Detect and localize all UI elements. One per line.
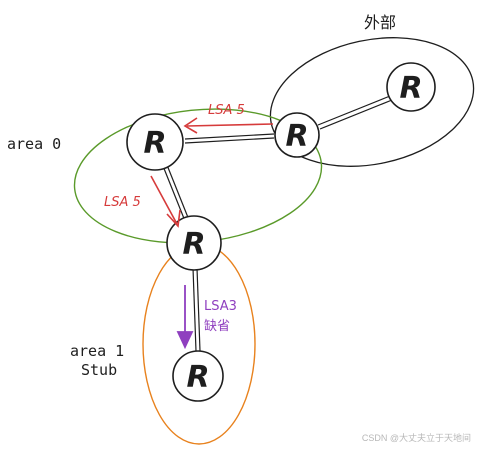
link-area0-asbr: [184, 133, 275, 140]
router-asbr-circle: [274, 112, 320, 158]
router-area1-circle: [172, 350, 224, 402]
router-area1-letter: R: [186, 360, 209, 395]
router-area1: R: [172, 350, 224, 402]
link-asbr-external: [317, 95, 391, 126]
router-area0: R: [126, 113, 184, 171]
lsa3-arrow-head: [176, 331, 194, 350]
area1-stub-label: Stub: [81, 361, 117, 379]
area0-label: area 0: [7, 135, 61, 153]
link-abr-area1: [192, 267, 197, 352]
router-area0-letter: R: [143, 126, 166, 161]
lsa5-top-label: LSA 5: [208, 103, 245, 118]
links: [162, 95, 393, 352]
router-asbr: R: [274, 112, 320, 158]
lsa5-top-arrow-shaft: [186, 123, 274, 127]
lsa3-default-label: 缺省: [204, 319, 230, 334]
lsa3-arrow: [176, 285, 194, 350]
router-external-letter: R: [399, 71, 422, 106]
link-abr-area1-2: [196, 267, 201, 352]
area1-label: area 1: [70, 342, 124, 360]
lsa3-label: LSA3: [204, 299, 237, 314]
lsa5-left-label: LSA 5: [104, 195, 141, 210]
lsa5-left-arrow: [150, 175, 181, 228]
router-abr-circle: [166, 215, 222, 271]
link-area0-abr: [162, 165, 186, 222]
watermark: CSDN @大丈夫立于天地间: [362, 432, 471, 443]
link-area0-abr-2: [166, 164, 190, 221]
link-area0-asbr-2: [184, 137, 275, 144]
external-area-boundary: [269, 37, 475, 167]
router-external: R: [386, 62, 436, 112]
router-asbr-letter: R: [285, 119, 308, 154]
lsa5-top-arrow-head: [183, 117, 198, 134]
lsa5-left-arrow-head: [166, 209, 181, 228]
router-external-circle: [386, 62, 436, 112]
router-area0-circle: [126, 113, 184, 171]
lsa5-top-arrow: [183, 117, 274, 134]
lsa5-left-arrow-shaft: [150, 175, 178, 225]
link-asbr-external-2: [319, 99, 393, 130]
router-abr-letter: R: [182, 227, 205, 262]
area1-boundary: [142, 243, 256, 445]
router-abr: R: [166, 215, 222, 271]
external-area-label: 外部: [364, 13, 396, 32]
